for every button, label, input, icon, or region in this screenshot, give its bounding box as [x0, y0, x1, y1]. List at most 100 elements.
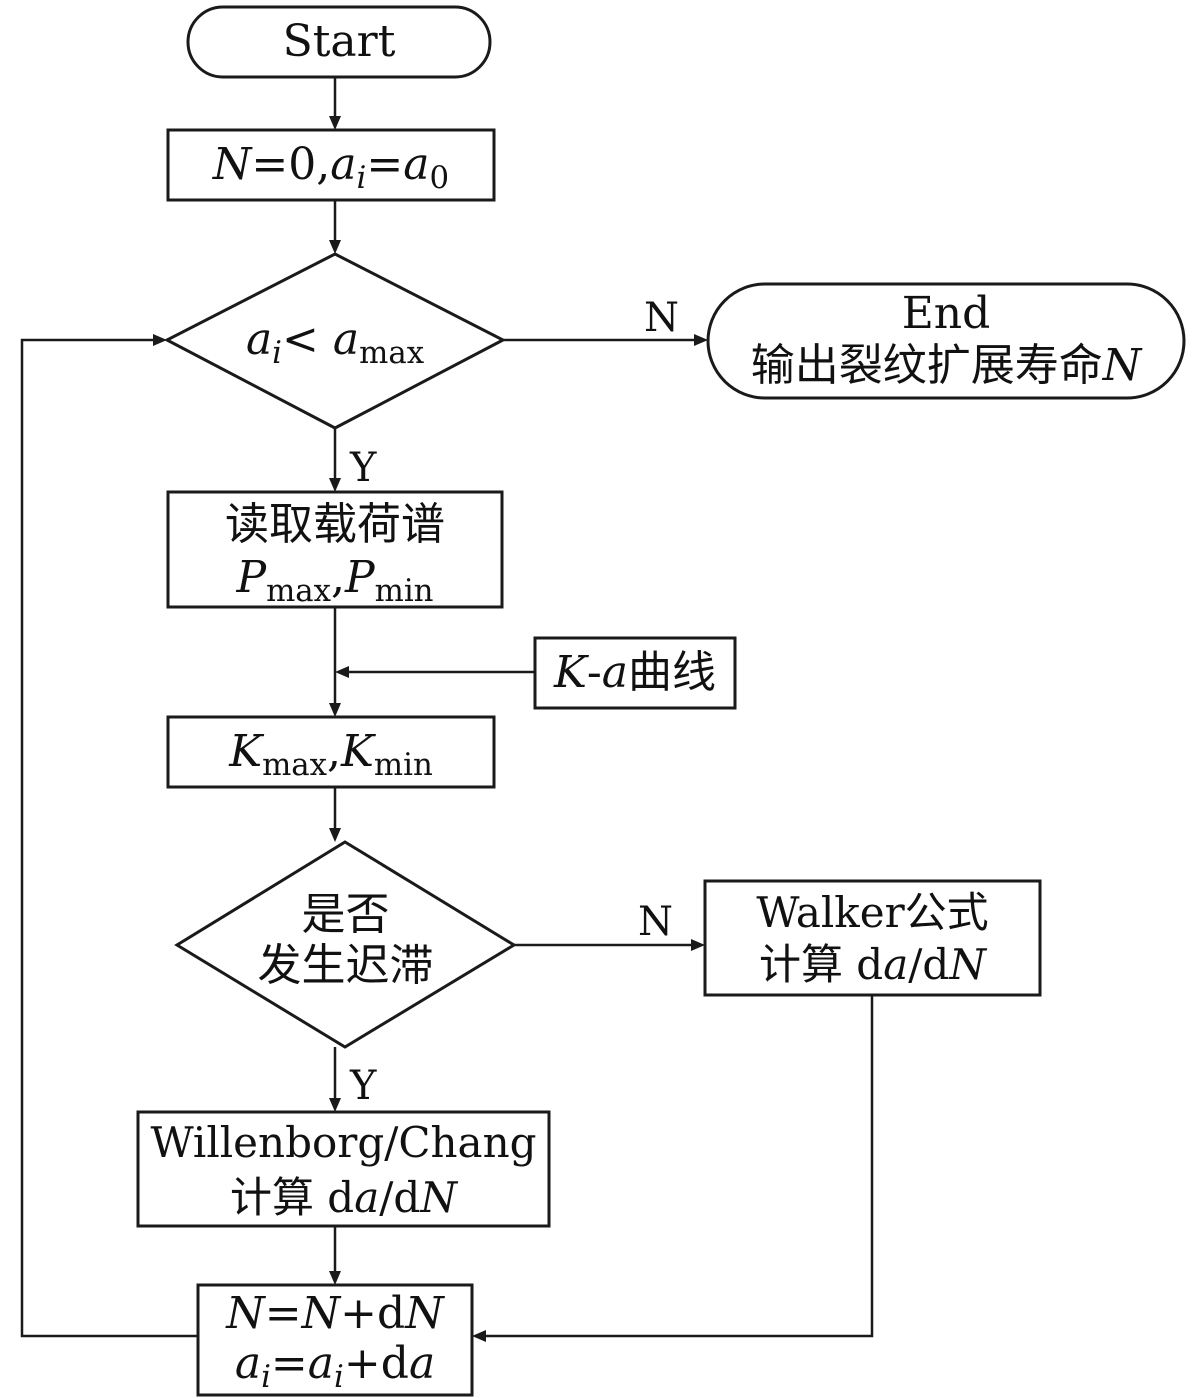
read-spectrum-line1: 读取载荷谱: [168, 503, 502, 547]
willenborg-n: N: [420, 1173, 458, 1222]
loop-amax-sub: max: [359, 335, 425, 372]
update-process-shape: [196, 1283, 474, 1397]
arrowhead: [694, 334, 708, 346]
p-comma: ,: [331, 552, 346, 603]
update-line1: N=N+dN: [198, 1292, 472, 1336]
retard-yes-label: Y: [350, 1066, 376, 1106]
ka-curve-label: K-a曲线: [535, 651, 735, 695]
willenborg-line2: 计算 da/dN: [138, 1177, 549, 1219]
walker-title: Walker公式: [756, 888, 989, 937]
arrowhead: [329, 1271, 341, 1285]
k-values-shape: [166, 715, 496, 789]
walker-calc: 计算 d: [758, 940, 884, 989]
end-terminal-shape: [706, 282, 1186, 400]
arrowhead: [329, 1098, 341, 1112]
retardation-decision-shape: [174, 840, 517, 1049]
update-a2-sub: i: [334, 1359, 344, 1396]
arrowhead: [691, 939, 705, 951]
ka-a: a: [601, 647, 628, 698]
loop-condition-label: ai< amax: [167, 318, 503, 369]
arrowhead: [329, 478, 341, 492]
init-zero: =0,: [251, 139, 331, 190]
retardation-line1: 是否: [177, 893, 514, 937]
retardation-line2: 发生迟滞: [177, 944, 514, 988]
update-n1: N: [226, 1288, 265, 1339]
loop-yes-text: Y: [350, 445, 377, 491]
walker-line1: Walker公式: [705, 892, 1040, 934]
arrowhead: [335, 666, 349, 678]
init-a0: a: [403, 139, 430, 190]
init-n: N: [212, 139, 252, 190]
init-eq: =: [366, 139, 404, 190]
edge-walker-update: [484, 995, 874, 1338]
update-eq1: =: [264, 1288, 302, 1339]
ka-curve-shape: [533, 636, 737, 710]
init-a: a: [330, 139, 357, 190]
arrowhead: [329, 828, 341, 842]
read-spectrum-line2: Pmax,Pmin: [168, 556, 502, 607]
pmin-sub: min: [374, 573, 434, 610]
pmax-var: P: [236, 552, 267, 603]
start-terminal-shape: [186, 5, 492, 79]
retard-yes-text: Y: [350, 1063, 377, 1109]
end-output-var: N: [1102, 340, 1142, 391]
loop-no-label: N: [644, 298, 679, 338]
willenborg-slash: /d: [379, 1173, 421, 1222]
loop-lt: <: [282, 314, 333, 365]
loop-yes-label: Y: [350, 448, 376, 488]
loop-a-sub: i: [272, 335, 283, 372]
retard-no-label: N: [638, 902, 673, 942]
pmin-var: P: [345, 552, 375, 603]
willenborg-line1: Willenborg/Chang: [138, 1122, 549, 1164]
update-plus-dn: +d: [340, 1288, 406, 1339]
start-label: Start: [188, 20, 490, 64]
retardation-text1: 是否: [301, 889, 390, 940]
loop-a: a: [245, 314, 273, 365]
arrowhead: [329, 116, 341, 130]
arrowhead: [472, 1330, 486, 1342]
willenborg-process-shape: [136, 1110, 551, 1228]
read-spectrum-text: 读取载荷谱: [225, 499, 445, 550]
edge-update-loopback: [20, 338, 198, 1338]
k-comma: ,: [327, 726, 342, 777]
init-label: N=0,ai=a0: [168, 143, 494, 194]
walker-n: N: [949, 940, 987, 989]
loop-amax: a: [332, 314, 360, 365]
arrowhead: [329, 240, 341, 254]
start-text: Start: [282, 16, 396, 67]
update-a1-sub: i: [261, 1359, 271, 1396]
end-label-line1: End: [708, 292, 1184, 336]
walker-process-shape: [703, 879, 1042, 997]
retardation-text2: 发生迟滞: [257, 940, 434, 991]
walker-slash: /d: [908, 940, 950, 989]
pmax-sub: max: [266, 573, 332, 610]
kmax-var: K: [229, 726, 263, 777]
update-eq2: =: [270, 1338, 308, 1389]
arrowhead: [329, 703, 341, 717]
ka-text: 曲线: [627, 647, 716, 698]
init-a-sub: i: [356, 160, 367, 197]
update-a1: a: [234, 1338, 262, 1389]
arrowhead: [153, 334, 167, 346]
update-line2: ai=ai+da: [198, 1342, 472, 1393]
kmin-sub: min: [373, 747, 433, 784]
kmin-var: K: [341, 726, 374, 777]
update-plus-da: +d: [343, 1338, 409, 1389]
update-n2: N: [301, 1288, 341, 1339]
init-a0-sub: 0: [429, 160, 450, 197]
k-values-label: Kmax,Kmin: [168, 730, 494, 781]
update-a2: a: [307, 1338, 335, 1389]
end-text: End: [901, 288, 991, 339]
retard-no-text: N: [638, 899, 673, 945]
loop-no-text: N: [644, 295, 679, 341]
walker-line2: 计算 da/dN: [705, 944, 1040, 986]
update-n3: N: [405, 1288, 444, 1339]
walker-a: a: [883, 940, 909, 989]
willenborg-title: Willenborg/Chang: [150, 1118, 537, 1167]
init-process-shape: [166, 128, 496, 202]
kmax-sub: max: [262, 747, 328, 784]
end-label-line2: 输出裂纹扩展寿命N: [708, 344, 1184, 388]
willenborg-a: a: [354, 1173, 380, 1222]
ka-dash: -: [586, 647, 602, 698]
